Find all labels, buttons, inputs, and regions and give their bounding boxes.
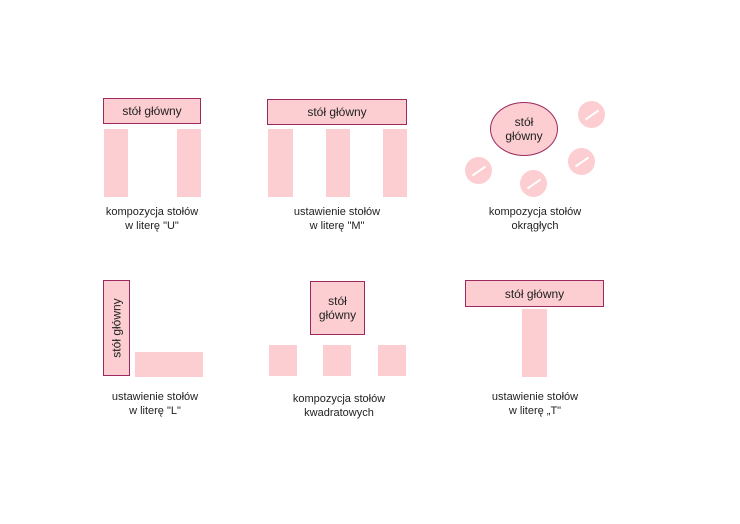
square-table [323,345,351,376]
head-table-round: stół główny [490,102,558,156]
square-table [269,345,297,376]
square-table [378,345,406,376]
table-m-left [268,129,293,197]
head-table-label: stół główny [122,104,182,118]
round-table [578,101,605,128]
head-table-label: stół główny [109,298,124,358]
round-table [568,148,595,175]
table-l-bottom [135,352,203,377]
round-table [520,170,547,197]
caption-t: ustawienie stołów w literę „T" [491,391,579,417]
head-table-label: stół główny [307,105,367,119]
round-table [465,157,492,184]
table-t-stem [522,309,547,377]
caption-u: kompozycja stołów w literę "U" [105,206,199,232]
table-u-right [177,129,201,197]
table-m-right [383,129,407,197]
head-table-l: stół główny [103,280,130,376]
table-m-middle [326,129,350,197]
head-table-label: stół główny [504,286,565,301]
table-u-left [104,129,128,197]
head-table-m: stół główny [267,99,407,125]
head-table-t: stół główny [465,280,604,307]
head-table-u: stół główny [103,98,201,124]
caption-l: ustawienie stołów w literę "L" [111,391,199,417]
caption-round: kompozycja stołów okrągłych [488,206,582,232]
head-table-square: stół główny [310,281,365,335]
caption-square: kompozycja stołów kwadratowych [292,393,386,419]
caption-m: ustawienie stołów w literę "M" [293,206,381,232]
